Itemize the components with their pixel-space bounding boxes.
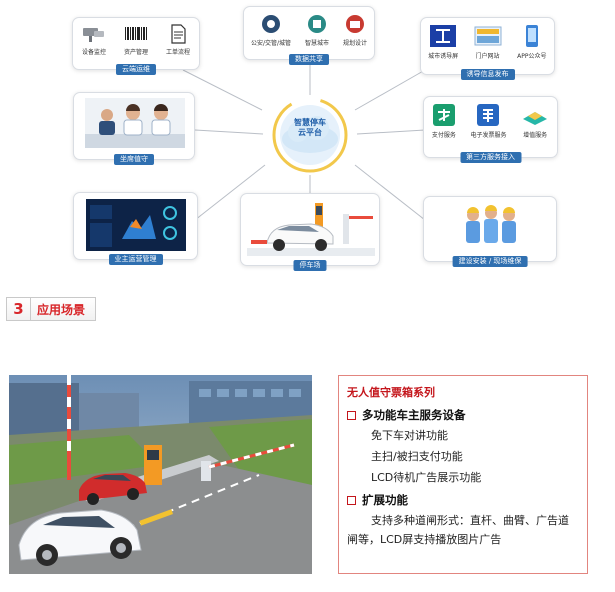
node-data-share: 公安/交管/城管 智慧城市 规划设计 数据共享 xyxy=(243,6,375,65)
feature-2-heading: 扩展功能 xyxy=(347,492,579,508)
section-header: 3 应用场景 xyxy=(6,296,97,322)
police-badge-icon xyxy=(262,15,280,33)
third-party-item-2: 电子发票服务 xyxy=(470,132,507,139)
document-icon xyxy=(171,24,186,44)
feature-2-title: 扩展功能 xyxy=(362,493,408,507)
guidance-item-3: APP公众号 xyxy=(517,53,547,60)
smart-city-icon xyxy=(308,15,326,33)
value-added-service-icon xyxy=(523,112,548,125)
planning-icon xyxy=(345,15,364,33)
node-cloud-ops: 设备监控 资产管理 xyxy=(72,17,200,75)
cloud-ops-item-3: 工单流程 xyxy=(165,49,190,56)
bullet-square-icon xyxy=(347,495,356,505)
build-tag: 建设安装 / 现场维保 xyxy=(452,256,528,267)
application-scene-image xyxy=(9,375,312,574)
node-owner-ops: 业主运营管理 xyxy=(73,192,198,265)
data-share-item-3: 规划设计 xyxy=(342,40,367,47)
data-share-item-2: 智慧城市 xyxy=(305,40,330,47)
duty-tag: 坐席值守 xyxy=(114,154,154,165)
data-share-item-1: 公安/交管/城管 xyxy=(250,40,292,47)
mobile-app-icon xyxy=(525,25,538,47)
feature-1-line-2: 主扫/被扫支付功能 xyxy=(371,450,463,463)
feature-1-line-1: 免下车对讲功能 xyxy=(371,429,448,442)
feature-1-line-3: LCD待机广告展示功能 xyxy=(371,471,482,484)
guidance-item-2: 门户网站 xyxy=(475,53,500,60)
node-third-party: 支付服务 电子发票服务 增值服务 第三方服务接入 xyxy=(423,96,558,163)
call-center-agents-image xyxy=(85,98,185,148)
node-parking: 停车场 xyxy=(240,193,380,271)
parking-lane-illustration xyxy=(9,375,312,574)
platform-name-line1: 智慧停车 xyxy=(294,118,326,127)
feature-1-heading: 多功能车主服务设备 xyxy=(347,407,579,423)
payment-icon xyxy=(432,104,455,126)
cloud-ops-item-1: 设备监控 xyxy=(81,49,106,56)
feature-1-title: 多功能车主服务设备 xyxy=(362,408,466,422)
platform-name-line2: 云平台 xyxy=(298,128,322,137)
data-share-tag: 数据共享 xyxy=(289,54,329,65)
panel-title: 无人值守票箱系列 xyxy=(347,386,435,399)
cloud-ops-tag: 云端运维 xyxy=(116,64,156,75)
owner-ops-tag: 业主运营管理 xyxy=(108,254,163,265)
section-title: 应用场景 xyxy=(37,302,86,317)
node-guidance: 城市诱导屏 门户网站 APP公众号 诱导信息发布 xyxy=(420,17,555,80)
guidance-screen-icon xyxy=(430,25,457,47)
parking-tag: 停车场 xyxy=(293,260,327,271)
platform-diagram: 设备监控 资产管理 xyxy=(0,0,615,285)
dashboard-screen-image xyxy=(86,199,186,251)
e-invoice-icon xyxy=(477,104,500,126)
portal-website-icon xyxy=(474,26,501,46)
cloud-ops-item-2: 资产管理 xyxy=(123,49,148,56)
feature-2-text: 支持多种道闸形式：直杆、曲臂、广告道闸等，LCD屏支持播放图片广告 xyxy=(347,514,569,546)
guidance-tag: 诱导信息发布 xyxy=(460,69,515,80)
guidance-item-1: 城市诱导屏 xyxy=(428,53,459,60)
parking-gate-image xyxy=(247,203,375,256)
node-build: 建设安装 / 现场维保 xyxy=(423,196,557,267)
section-number: 3 xyxy=(7,298,31,320)
platform-cloud: 智慧停车 云平台 xyxy=(265,95,355,175)
device-monitor-icon xyxy=(83,28,104,42)
product-info-panel: 无人值守票箱系列 多功能车主服务设备 免下车对讲功能 主扫/被扫支付功能 LCD… xyxy=(338,375,588,574)
third-party-item-1: 支付服务 xyxy=(431,132,456,139)
node-duty: 坐席值守 xyxy=(73,92,195,165)
engineers-image xyxy=(451,201,531,253)
cloud-platform-icon xyxy=(272,97,348,173)
bullet-square-icon xyxy=(347,410,356,420)
connector-lines xyxy=(182,62,426,221)
barcode-icon xyxy=(125,27,147,40)
third-party-item-3: 增值服务 xyxy=(523,132,548,139)
third-party-tag: 第三方服务接入 xyxy=(460,152,521,163)
